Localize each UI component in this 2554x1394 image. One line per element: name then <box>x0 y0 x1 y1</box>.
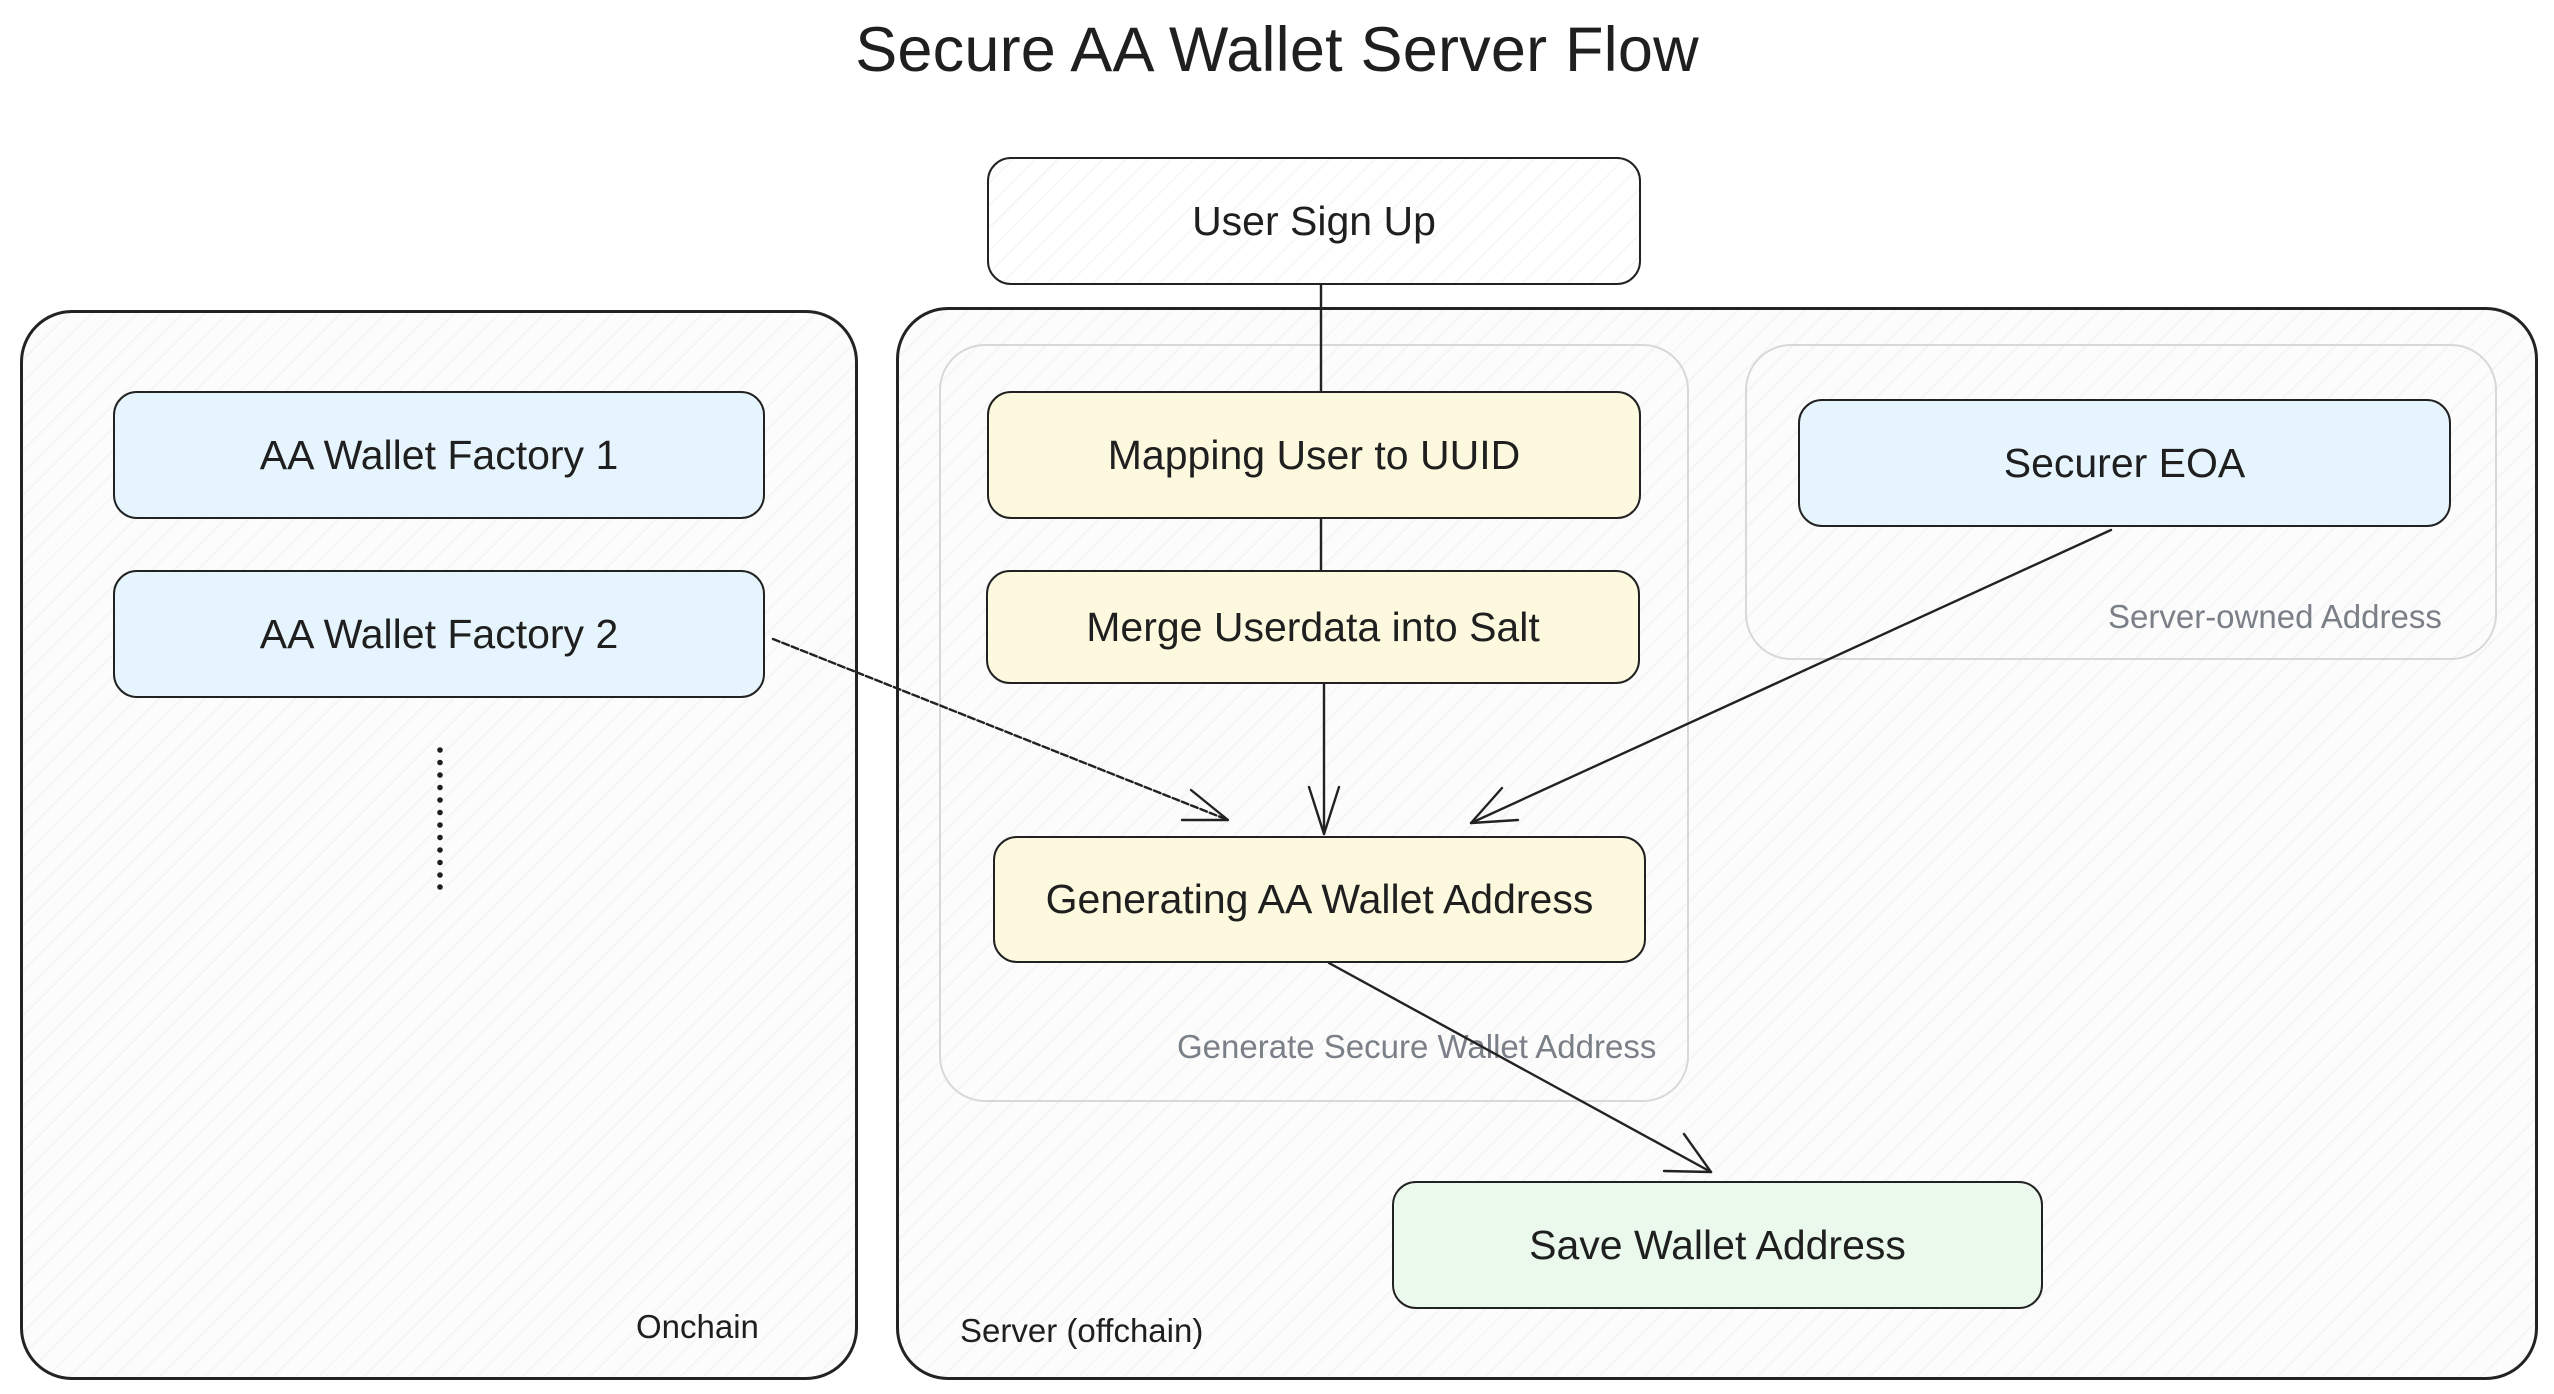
aa-wallet-factory-2-label: AA Wallet Factory 2 <box>259 610 619 657</box>
server-owned-address-group <box>1745 344 2497 660</box>
aa-wallet-factory-1-node[interactable]: AA Wallet Factory 1 <box>113 391 765 519</box>
merge-userdata-into-salt-node[interactable]: Merge Userdata into Salt <box>986 570 1640 684</box>
mapping-user-to-uuid-label: Mapping User to UUID <box>1107 431 1521 478</box>
diagram-title: Secure AA Wallet Server Flow <box>855 15 1699 85</box>
generating-aa-wallet-address-node[interactable]: Generating AA Wallet Address <box>993 836 1646 963</box>
server-group-label: Server (offchain) <box>960 1312 1204 1349</box>
user-sign-up-label: User Sign Up <box>1192 197 1436 244</box>
aa-wallet-factory-1-label: AA Wallet Factory 1 <box>259 431 619 478</box>
save-wallet-address-label: Save Wallet Address <box>1529 1221 1906 1268</box>
user-sign-up-node[interactable]: User Sign Up <box>987 157 1641 285</box>
mapping-user-to-uuid-node[interactable]: Mapping User to UUID <box>987 391 1641 519</box>
merge-userdata-into-salt-label: Merge Userdata into Salt <box>1086 603 1540 650</box>
onchain-group-label: Onchain <box>636 1308 759 1345</box>
generate-group-label: Generate Secure Wallet Address <box>1177 1028 1657 1065</box>
securer-eoa-label: Securer EOA <box>2003 439 2246 486</box>
aa-wallet-factory-2-node[interactable]: AA Wallet Factory 2 <box>113 570 765 698</box>
save-wallet-address-node[interactable]: Save Wallet Address <box>1392 1181 2043 1309</box>
securer-eoa-node[interactable]: Securer EOA <box>1798 399 2451 527</box>
generating-aa-wallet-address-label: Generating AA Wallet Address <box>1045 876 1594 922</box>
server-owned-group-label: Server-owned Address <box>2108 598 2442 635</box>
